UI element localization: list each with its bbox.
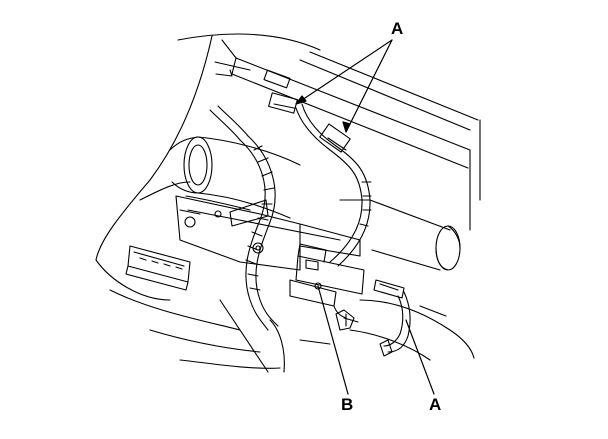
callout-label-a-bottom: A [429,395,442,414]
dashboard-outline [95,33,481,373]
leader-line-a-top-right [345,39,393,133]
leader-line-a-bottom [405,319,435,395]
harness-clip-upper-left [268,92,298,114]
steering-column [169,136,461,271]
right-connector [373,279,411,357]
leader-line-b [317,285,349,395]
arrowhead-a-top-left [295,95,307,105]
leader-line-a-top-left [295,39,393,105]
wire-harness-left [209,105,279,331]
wire-harness-upper [268,92,372,267]
bolt [335,309,359,331]
lower-trim-lines [269,299,475,373]
callout-leaders [295,39,435,395]
harness-clip-upper-right [319,123,351,153]
side-connector [125,245,191,291]
callout-label-b: B [341,395,354,414]
callout-label-a-top: A [391,19,404,38]
arrowhead-a-top-right [342,121,351,133]
mounting-bracket [175,195,361,271]
bracket-b [289,243,365,319]
